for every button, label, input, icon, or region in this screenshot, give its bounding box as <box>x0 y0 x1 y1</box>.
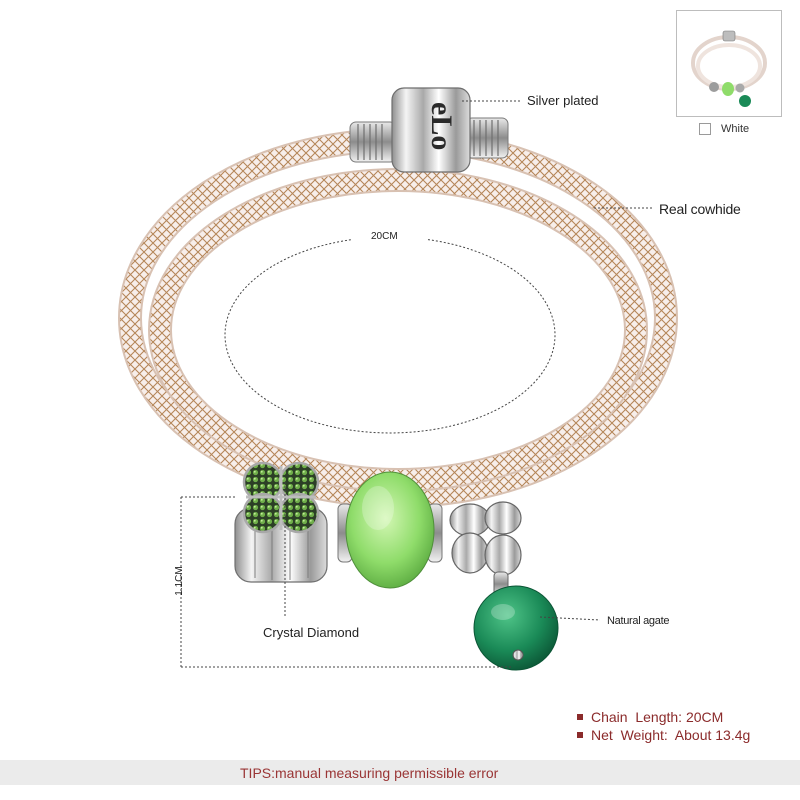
thumbnail-bracelet-icon <box>691 30 767 107</box>
label-circumference: 20CM <box>371 231 398 242</box>
four-leaf-clover <box>242 461 320 534</box>
circumference-ellipse <box>224 239 556 434</box>
label-real-cowhide: Real cowhide <box>659 201 741 217</box>
variant-label: White <box>721 123 750 135</box>
label-silver-plated: Silver plated <box>527 93 599 108</box>
silver-clasp: eLo <box>349 87 509 173</box>
annotation-lines <box>180 100 652 668</box>
clasp-engraving: eLo <box>425 102 458 150</box>
spec-chain-length-text: Chain Length: 20CM <box>591 709 724 725</box>
spec-net-weight: Net Weight: About 13.4g <box>577 727 750 743</box>
tips-bar: TIPS:manual measuring permissible error <box>0 760 800 785</box>
heart-knot-charm <box>449 501 522 597</box>
outer-cord <box>118 128 678 508</box>
clasp-barrel <box>391 87 471 173</box>
clasp-left-cap <box>349 121 397 163</box>
variant-checkbox[interactable] <box>699 123 711 135</box>
agate-pin <box>512 649 524 661</box>
bullet-icon <box>577 714 583 720</box>
clasp-right-cap <box>465 117 509 159</box>
clover-charm <box>234 461 328 583</box>
label-height: 1.1CM <box>174 566 185 596</box>
label-crystal-diamond: Crystal Diamond <box>263 625 360 640</box>
spec-chain-length: Chain Length: 20CM <box>577 709 723 725</box>
variant-thumbnail[interactable] <box>676 10 782 117</box>
label-natural-agate: Natural agate <box>607 615 670 627</box>
tips-text: TIPS:manual measuring permissible error <box>240 765 499 781</box>
inner-cord <box>148 168 648 492</box>
spec-net-weight-text: Net Weight: About 13.4g <box>591 727 751 743</box>
bullet-icon <box>577 732 583 738</box>
agate-pendant <box>473 585 559 671</box>
green-cat-eye-bead <box>337 471 443 589</box>
